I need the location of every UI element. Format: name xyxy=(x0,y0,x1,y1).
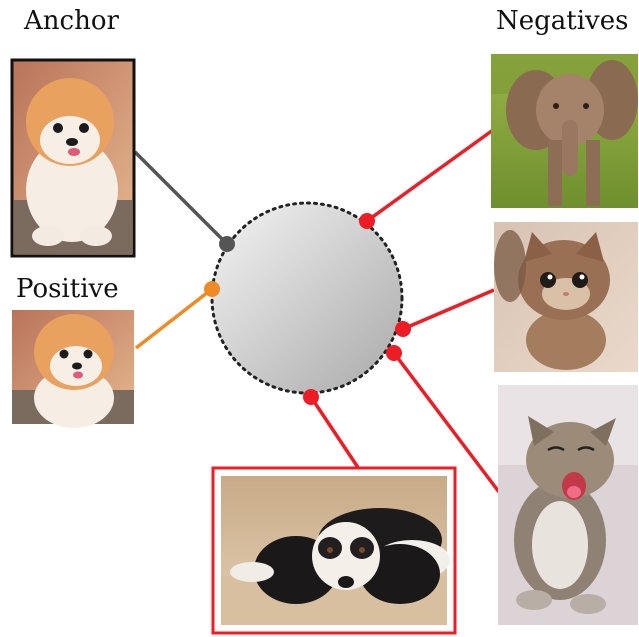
positive-link-line xyxy=(134,287,214,350)
negative-link-line-elephant xyxy=(365,128,495,223)
positive-pomeranian-image xyxy=(12,310,134,428)
anchor-point-dot xyxy=(219,236,235,252)
negative-point-dot xyxy=(395,321,411,337)
negative-point-dot xyxy=(303,389,319,405)
negative-point-dot xyxy=(386,345,402,361)
anchor-link-line xyxy=(133,150,229,246)
positive-label: Positive xyxy=(16,274,119,304)
negative-link-line-dog xyxy=(309,396,361,470)
negative-elephant-image xyxy=(491,54,638,208)
negative-point-dot xyxy=(359,213,375,229)
negative-link-line-kitten-yawning xyxy=(392,351,501,494)
negative-link-line-kitten xyxy=(402,288,495,331)
negative-spaniel-dog-image xyxy=(211,466,457,635)
anchor-pomeranian-image xyxy=(10,58,136,258)
negatives-label: Negatives xyxy=(496,6,629,36)
embedding-sphere xyxy=(210,201,404,395)
anchor-label: Anchor xyxy=(24,6,119,36)
positive-point-dot xyxy=(204,281,220,297)
negative-kitten-image xyxy=(494,222,638,372)
negative-kitten-yawning-image xyxy=(498,385,638,625)
